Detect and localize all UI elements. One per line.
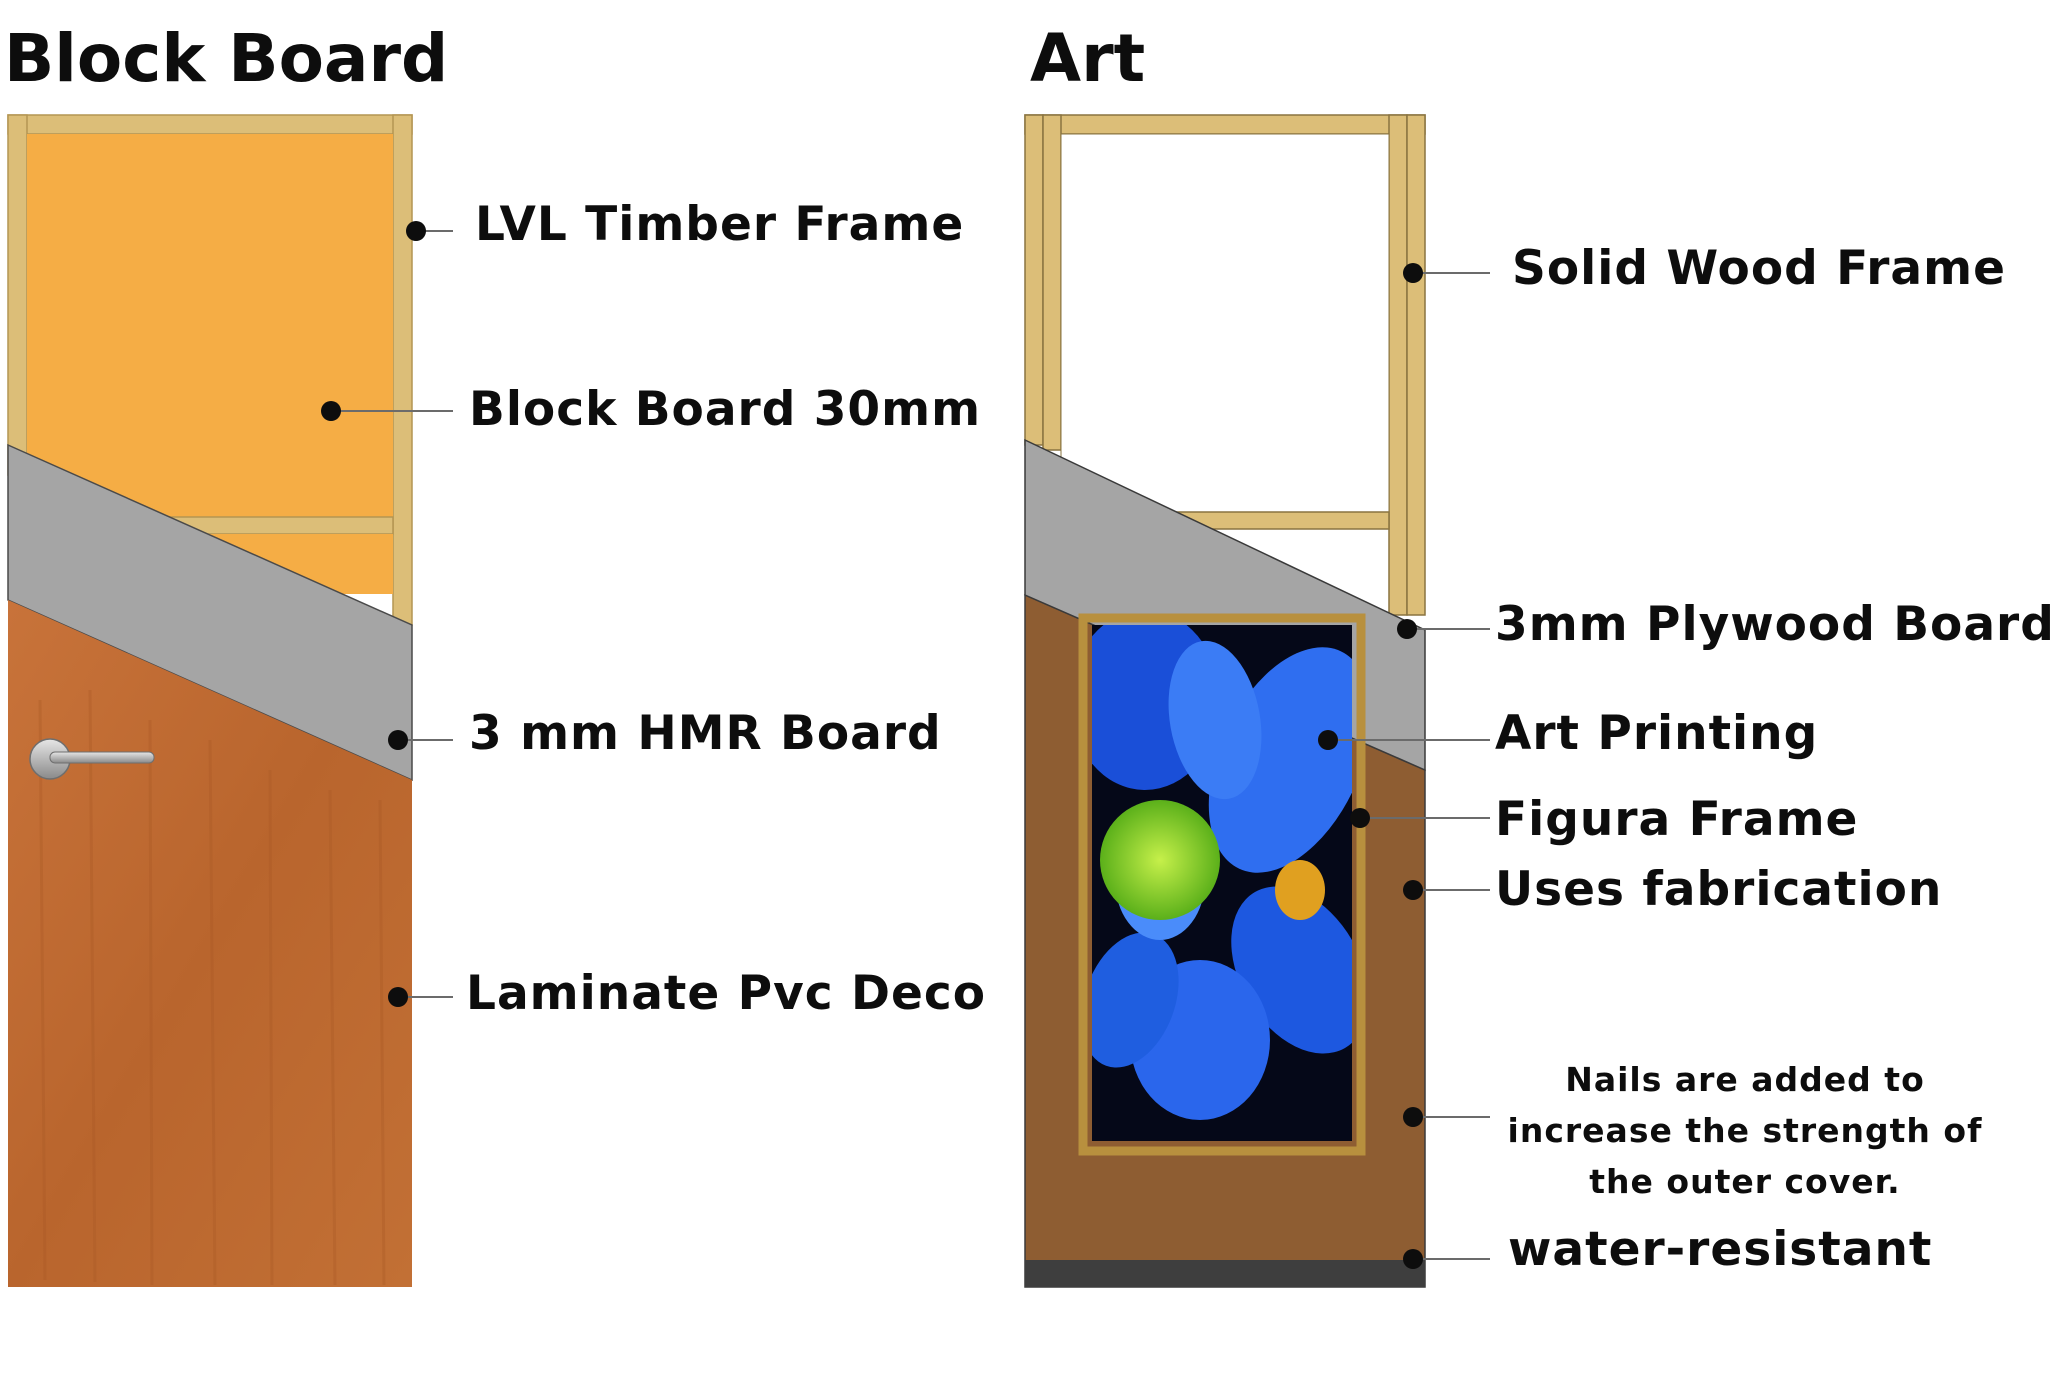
- lvl-frame-top: [7, 114, 413, 135]
- dot-water-resistant: [1403, 1249, 1423, 1269]
- water-resistant-strip: [1025, 1260, 1425, 1287]
- solid-frame-left-inner: [1042, 114, 1062, 451]
- art-door: [1024, 114, 1426, 1288]
- dot-art-printing: [1318, 730, 1338, 750]
- dot-plywood: [1397, 619, 1417, 639]
- callout-dots: [321, 221, 1423, 1269]
- label-plywood-board: 3mm Plywood Board: [1495, 597, 2055, 652]
- diagram-graphics: [7, 114, 1490, 1288]
- door-structure-diagram: Block Board Art LVL Timber Frame Block B…: [4, 20, 2054, 1288]
- dot-hmr-board: [388, 730, 408, 750]
- block-board-core: [27, 134, 393, 517]
- label-water-resistant: water-resistant: [1508, 1222, 1933, 1277]
- lvl-frame-right: [392, 114, 413, 626]
- dot-solid-frame: [1403, 263, 1423, 283]
- dot-figura-frame: [1350, 808, 1370, 828]
- label-laminate-pvc-deco: Laminate Pvc Deco: [466, 966, 986, 1021]
- dot-laminate: [388, 987, 408, 1007]
- dot-nails: [1403, 1107, 1423, 1127]
- lvl-frame-left: [7, 114, 28, 476]
- art-title: Art: [1030, 20, 1146, 97]
- label-uses-fabrication: Uses fabrication: [1495, 862, 1943, 917]
- label-solid-wood-frame: Solid Wood Frame: [1512, 241, 2006, 296]
- figura-frame: [1078, 613, 1366, 1156]
- solid-frame-left: [1024, 114, 1044, 446]
- block-board-title: Block Board: [4, 20, 449, 97]
- label-hmr-board: 3 mm HMR Board: [469, 706, 942, 761]
- dot-block-board: [321, 401, 341, 421]
- label-art-printing: Art Printing: [1495, 706, 1819, 761]
- solid-frame-top: [1024, 114, 1426, 135]
- label-figura-frame: Figura Frame: [1495, 792, 1859, 847]
- door-handle-icon: [29, 738, 155, 780]
- dot-lvl-frame: [406, 221, 426, 241]
- dot-fabrication: [1403, 880, 1423, 900]
- label-nails-note: Nails are added to increase the strength…: [1507, 1060, 1983, 1201]
- laminate-surface: [8, 600, 412, 1287]
- art-printing-image: [1092, 625, 1352, 1141]
- solid-frame-right: [1406, 114, 1426, 616]
- solid-frame-right-inner: [1388, 114, 1408, 616]
- frame-opening: [1060, 133, 1390, 515]
- label-lvl-timber-frame: LVL Timber Frame: [475, 197, 965, 252]
- label-block-board-30mm: Block Board 30mm: [469, 382, 982, 437]
- block-board-door: [7, 114, 413, 1287]
- callout-lines: [331, 230, 1490, 1260]
- flower-center: [1100, 800, 1220, 920]
- laminate-grain: [38, 689, 386, 1286]
